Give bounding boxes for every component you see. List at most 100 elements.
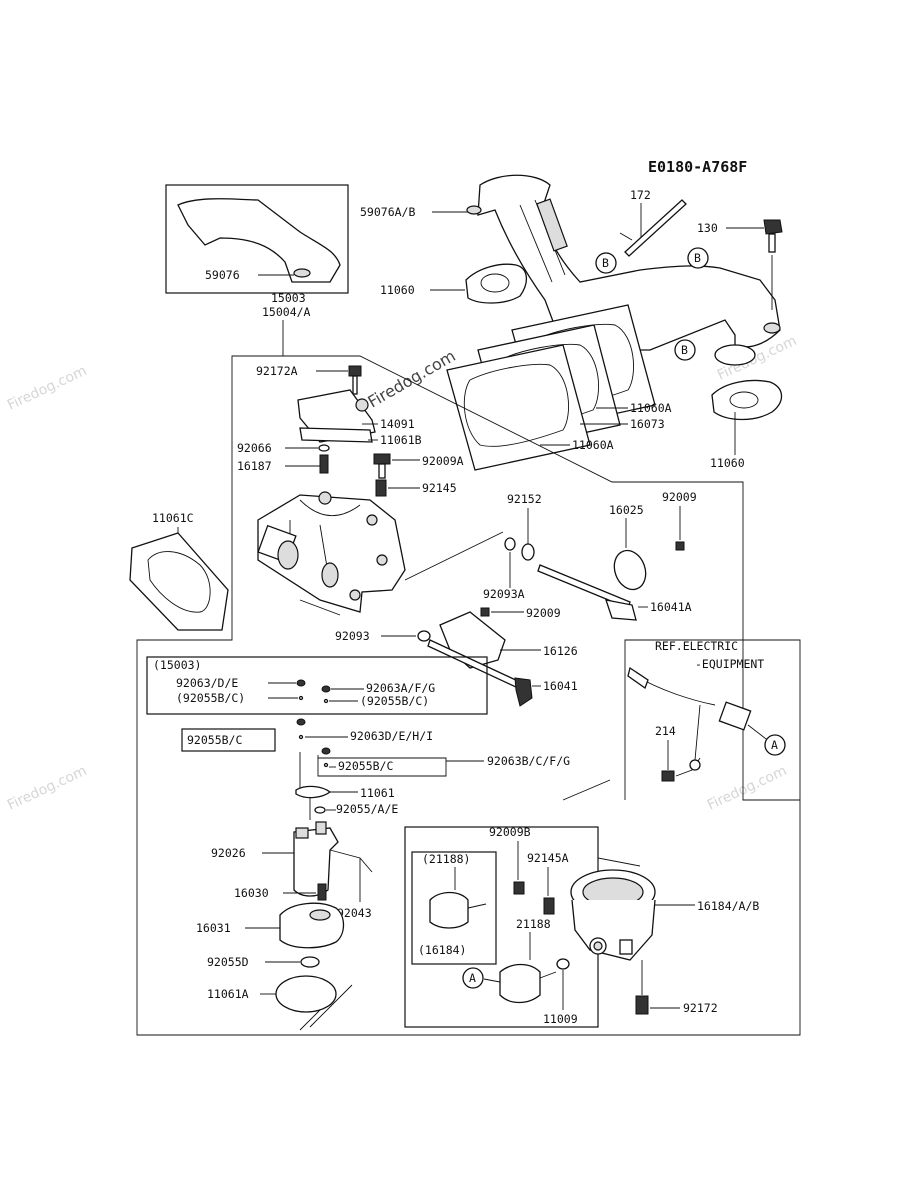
label-11009: 11009	[543, 1012, 578, 1026]
seal-92093a	[504, 537, 516, 551]
gasket-11060-left	[465, 263, 527, 304]
label-92055bc-paren: (92055B/C)	[176, 691, 245, 705]
label-92172: 92172	[683, 1001, 718, 1015]
label-16184-paren: (16184)	[418, 943, 466, 957]
gasket-11060a-lower	[446, 344, 591, 471]
callout-b-2: B	[687, 247, 709, 269]
bolt-130	[763, 219, 783, 235]
label-15003: 15003	[271, 291, 306, 305]
washer-11009	[556, 958, 570, 970]
washer-92152	[521, 543, 535, 561]
label-92093: 92093	[335, 629, 370, 643]
svg-text:B: B	[694, 251, 701, 265]
watermark: Firedog.com	[5, 363, 89, 414]
watermark-main: Firedog.com	[365, 346, 459, 411]
manifold-variant-drawing	[177, 198, 341, 283]
box-21188-16184	[411, 851, 497, 965]
label-92066: 92066	[237, 441, 272, 455]
ref-electric-line2: -EQUIPMENT	[695, 657, 764, 671]
manifold-bolt-hole	[466, 205, 482, 215]
label-92063dehi: 92063D/E/H/I	[350, 729, 433, 743]
watermark: Firedog.com	[5, 763, 89, 814]
label-92055ae: 92055/A/E	[336, 802, 398, 816]
oring-92055d	[300, 956, 320, 968]
needle-16030	[317, 883, 327, 901]
label-11060a-1: 11060A	[630, 401, 672, 415]
label-92093a: 92093A	[483, 587, 525, 601]
label-16025: 16025	[609, 503, 644, 517]
gasket-11061	[295, 785, 332, 799]
carburetor-body	[257, 491, 406, 616]
washer-92066	[318, 444, 330, 452]
svg-text:A: A	[771, 738, 778, 752]
label-92055d: 92055D	[207, 955, 249, 969]
spring-92145	[375, 479, 387, 497]
callout-a-2: A	[462, 967, 484, 989]
label-92145a: 92145A	[527, 851, 569, 865]
label-92152: 92152	[507, 492, 542, 506]
label-15004a: 15004/A	[262, 305, 311, 319]
label-16126: 16126	[543, 644, 578, 658]
label-16187: 16187	[237, 459, 272, 473]
label-92055bc-2: 92055B/C	[338, 759, 393, 773]
carb-base-16184	[570, 869, 656, 961]
box-92063bcfg	[317, 755, 447, 777]
gasket-11061b	[299, 427, 373, 443]
ref-electric-box	[624, 639, 801, 800]
bolt-130-shank	[768, 233, 776, 253]
throttle-plate-16025	[613, 549, 647, 591]
label-92009-top: 92009	[662, 490, 697, 504]
label-14091: 14091	[380, 417, 415, 431]
screw-16187	[319, 454, 329, 474]
label-11061b: 11061B	[380, 433, 422, 447]
label-92009b: 92009B	[489, 825, 531, 839]
connector	[718, 701, 752, 731]
label-11061a: 11061A	[207, 987, 249, 1001]
svg-text:B: B	[602, 256, 609, 270]
label-11060-right: 11060	[710, 456, 745, 470]
label-214: 214	[655, 724, 676, 738]
solenoid-inset	[429, 891, 469, 929]
screw-92009-top	[675, 541, 685, 551]
label-92009a: 92009A	[422, 454, 464, 468]
label-21188: 21188	[516, 917, 551, 931]
label-92043: 92043	[337, 906, 372, 920]
label-16184ab: 16184/A/B	[697, 899, 759, 913]
label-92026: 92026	[211, 846, 246, 860]
screw-92172a	[348, 365, 362, 377]
label-16041: 16041	[543, 679, 578, 693]
screw-92172	[635, 995, 649, 1015]
callout-b-3: B	[674, 339, 696, 361]
label-92055bc: 92055B/C	[187, 733, 242, 747]
wire-harness	[635, 675, 716, 761]
label-11060-left: 11060	[380, 283, 415, 297]
manifold-variant-port	[293, 268, 311, 278]
oring-92055ae	[314, 806, 326, 814]
label-92063bcfg: 92063B/C/F/G	[487, 754, 570, 768]
stud-172	[624, 199, 687, 257]
svg-text:B: B	[681, 343, 688, 357]
label-16041a: 16041A	[650, 600, 692, 614]
label-92063de: 92063/D/E	[176, 676, 238, 690]
screw-214	[661, 770, 675, 782]
label-11061: 11061	[360, 786, 395, 800]
inset-manifold-box	[165, 184, 349, 294]
label-16073: 16073	[630, 417, 665, 431]
label-172: 172	[630, 188, 651, 202]
label-16030: 16030	[234, 886, 269, 900]
label-21188-paren: (21188)	[422, 852, 470, 866]
box-15003	[146, 656, 488, 715]
screw-92009b	[513, 881, 525, 895]
float-bowl-92026	[293, 821, 339, 897]
screw-92009-mid	[480, 607, 490, 617]
gasket-11061c	[129, 532, 229, 631]
intake-manifold	[477, 174, 781, 366]
box-92055bc	[181, 728, 276, 752]
spring-92145a	[543, 897, 555, 915]
label-92009-mid: 92009	[526, 606, 561, 620]
label-130: 130	[697, 221, 718, 235]
label-92063afg: 92063A/F/G	[366, 681, 435, 695]
svg-text:A: A	[469, 971, 476, 985]
label-11060a-2: 11060A	[572, 438, 614, 452]
